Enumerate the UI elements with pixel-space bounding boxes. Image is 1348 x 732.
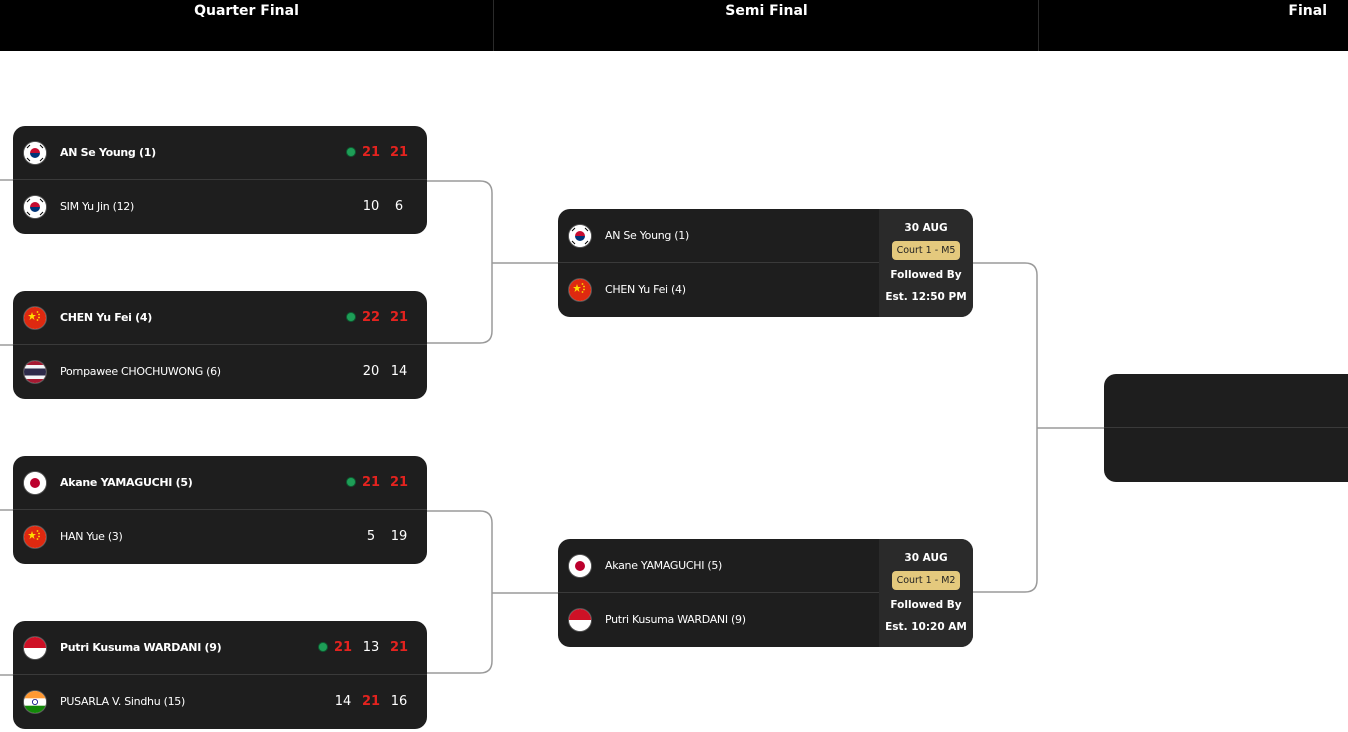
player-row: AN Se Young (1) 21 21 bbox=[13, 126, 427, 180]
game-score: 20 bbox=[362, 364, 380, 379]
player-name: PUSARLA V. Sindhu (15) bbox=[60, 695, 185, 708]
player-name: CHEN Yu Fei (4) bbox=[60, 311, 152, 324]
scores: 21 21 bbox=[357, 126, 413, 180]
china-flag-icon bbox=[24, 307, 46, 329]
live-indicator-icon bbox=[347, 148, 355, 156]
round-title-final: Final bbox=[1038, 0, 1348, 51]
player-name: Putri Kusuma WARDANI (9) bbox=[60, 641, 222, 654]
game-score: 21 bbox=[389, 475, 409, 490]
live-indicator-icon bbox=[319, 643, 327, 651]
game-score: 5 bbox=[366, 529, 376, 544]
round-label: Semi Final bbox=[725, 3, 808, 19]
semi-final-match-2[interactable]: Akane YAMAGUCHI (5) Putri Kusuma WARDANI… bbox=[558, 539, 973, 647]
game-score: 21 bbox=[361, 145, 381, 160]
player-row: AN Se Young (1) bbox=[558, 209, 879, 263]
game-score: 14 bbox=[390, 364, 408, 379]
japan-flag-icon bbox=[569, 555, 591, 577]
estimated-time: Est. 12:50 PM bbox=[885, 291, 967, 303]
scores: 14 21 16 bbox=[329, 675, 413, 729]
player-name: HAN Yue (3) bbox=[60, 530, 123, 543]
followed-by-label: Followed By bbox=[890, 599, 962, 611]
player-name: CHEN Yu Fei (4) bbox=[605, 283, 686, 296]
player-row: Putri Kusuma WARDANI (9) bbox=[558, 593, 879, 647]
quarter-final-match-1[interactable]: AN Se Young (1) 21 21 SIM Yu Jin (12) 10… bbox=[13, 126, 427, 234]
player-row: HAN Yue (3) 5 19 bbox=[13, 510, 427, 564]
player-name: Akane YAMAGUCHI (5) bbox=[60, 476, 193, 489]
game-score: 16 bbox=[390, 694, 408, 709]
player-name: Pornpawee CHOCHUWONG (6) bbox=[60, 365, 221, 378]
game-score: 14 bbox=[334, 694, 352, 709]
followed-by-label: Followed By bbox=[890, 269, 962, 281]
player-row: CHEN Yu Fei (4) bbox=[558, 263, 879, 317]
india-flag-icon bbox=[24, 691, 46, 713]
court-badge: Court 1 - M2 bbox=[892, 571, 960, 590]
quarter-final-match-2[interactable]: CHEN Yu Fei (4) 22 21 Pornpawee CHOCHUWO… bbox=[13, 291, 427, 399]
game-score: 21 bbox=[361, 694, 381, 709]
game-score: 21 bbox=[361, 475, 381, 490]
final-match[interactable] bbox=[1104, 374, 1348, 482]
indonesia-flag-icon bbox=[24, 637, 46, 659]
match-date: 30 AUG bbox=[904, 552, 948, 564]
scores: 21 21 bbox=[357, 456, 413, 510]
player-row: Akane YAMAGUCHI (5) 21 21 bbox=[13, 456, 427, 510]
game-score: 10 bbox=[362, 199, 380, 214]
korea-flag-icon bbox=[569, 225, 591, 247]
player-name: AN Se Young (1) bbox=[60, 146, 156, 159]
estimated-time: Est. 10:20 AM bbox=[885, 621, 967, 633]
korea-flag-icon bbox=[24, 196, 46, 218]
scores: 20 14 bbox=[357, 345, 413, 399]
player-row-empty bbox=[1104, 428, 1348, 482]
game-score: 6 bbox=[394, 199, 404, 214]
player-row: SIM Yu Jin (12) 10 6 bbox=[13, 180, 427, 234]
live-indicator-icon bbox=[347, 478, 355, 486]
round-label: Quarter Final bbox=[194, 3, 299, 19]
scores: 22 21 bbox=[357, 291, 413, 345]
game-score: 21 bbox=[333, 640, 353, 655]
player-name: AN Se Young (1) bbox=[605, 229, 689, 242]
china-flag-icon bbox=[569, 279, 591, 301]
korea-flag-icon bbox=[24, 142, 46, 164]
indonesia-flag-icon bbox=[569, 609, 591, 631]
live-indicator-icon bbox=[347, 313, 355, 321]
thailand-flag-icon bbox=[24, 361, 46, 383]
scores: 10 6 bbox=[357, 180, 413, 234]
player-name: SIM Yu Jin (12) bbox=[60, 200, 134, 213]
game-score: 21 bbox=[389, 310, 409, 325]
china-flag-icon bbox=[24, 526, 46, 548]
quarter-final-match-3[interactable]: Akane YAMAGUCHI (5) 21 21 HAN Yue (3) 5 … bbox=[13, 456, 427, 564]
rounds-header: Quarter Final Semi Final Final bbox=[0, 0, 1348, 51]
match-schedule-panel: 30 AUG Court 1 - M2 Followed By Est. 10:… bbox=[879, 539, 973, 647]
game-score: 21 bbox=[389, 145, 409, 160]
match-schedule-panel: 30 AUG Court 1 - M5 Followed By Est. 12:… bbox=[879, 209, 973, 317]
scores: 5 19 bbox=[357, 510, 413, 564]
game-score: 19 bbox=[390, 529, 408, 544]
scores: 21 13 21 bbox=[329, 621, 413, 675]
court-badge: Court 1 - M5 bbox=[892, 241, 960, 260]
round-title-semi-final: Semi Final bbox=[493, 0, 1039, 51]
game-score: 22 bbox=[361, 310, 381, 325]
player-row: Akane YAMAGUCHI (5) bbox=[558, 539, 879, 593]
player-row: PUSARLA V. Sindhu (15) 14 21 16 bbox=[13, 675, 427, 729]
player-name: Akane YAMAGUCHI (5) bbox=[605, 559, 723, 572]
player-name: Putri Kusuma WARDANI (9) bbox=[605, 613, 746, 626]
quarter-final-match-4[interactable]: Putri Kusuma WARDANI (9) 21 13 21 PUSARL… bbox=[13, 621, 427, 729]
japan-flag-icon bbox=[24, 472, 46, 494]
match-date: 30 AUG bbox=[904, 222, 948, 234]
player-row: Putri Kusuma WARDANI (9) 21 13 21 bbox=[13, 621, 427, 675]
game-score: 13 bbox=[362, 640, 380, 655]
player-row-empty bbox=[1104, 374, 1348, 428]
semi-final-match-1[interactable]: AN Se Young (1) CHEN Yu Fei (4) 30 AUG C… bbox=[558, 209, 973, 317]
round-title-quarter-final: Quarter Final bbox=[0, 0, 493, 51]
game-score: 21 bbox=[389, 640, 409, 655]
player-row: CHEN Yu Fei (4) 22 21 bbox=[13, 291, 427, 345]
player-row: Pornpawee CHOCHUWONG (6) 20 14 bbox=[13, 345, 427, 399]
round-label: Final bbox=[1288, 3, 1327, 19]
